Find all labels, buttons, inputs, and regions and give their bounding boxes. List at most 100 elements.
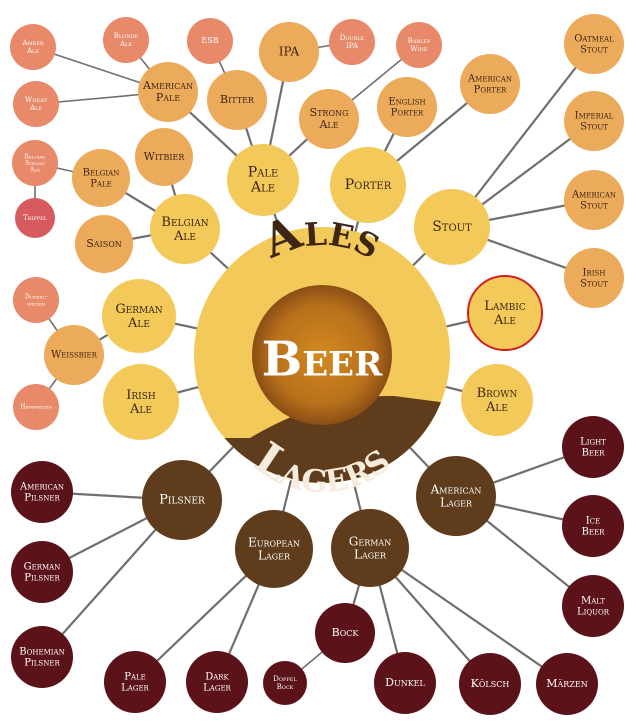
- ale-node-witbier[interactable]: Witbier: [135, 128, 193, 186]
- svg-text:Kölsch: Kölsch: [471, 677, 510, 690]
- ale-node-trippel[interactable]: Trippel: [15, 198, 55, 238]
- lager-node-pilsner[interactable]: Pilsner: [142, 460, 222, 540]
- lager-node-dunkel[interactable]: Dunkel: [374, 652, 436, 714]
- svg-text:Stout: Stout: [432, 219, 472, 235]
- center-circle: Beer Ales Lagers: [194, 202, 450, 504]
- svg-text:Saison: Saison: [86, 237, 122, 250]
- ale-node-stout[interactable]: Stout: [414, 189, 490, 265]
- svg-text:Witbier: Witbier: [144, 150, 186, 163]
- ale-node-weissbier[interactable]: Weissbier: [44, 325, 104, 385]
- ale-node-dunkelweizen[interactable]: Dunkel-weizen: [13, 277, 59, 323]
- center-middle-label: Beer: [262, 332, 383, 388]
- lager-node-bock[interactable]: Bock: [315, 603, 375, 663]
- svg-text:Märzen: Märzen: [546, 677, 587, 690]
- ale-node-saison[interactable]: Saison: [75, 215, 133, 273]
- ale-node-esb[interactable]: ESB: [187, 18, 233, 64]
- lager-node-marzen[interactable]: Märzen: [536, 653, 598, 715]
- svg-text:Porter: Porter: [345, 177, 392, 193]
- svg-text:Trippel: Trippel: [23, 214, 48, 222]
- svg-text:ESB: ESB: [201, 36, 218, 45]
- ale-node-bitter[interactable]: Bitter: [207, 70, 267, 130]
- svg-text:Dunkel: Dunkel: [385, 676, 425, 689]
- ale-node-porter[interactable]: Porter: [330, 147, 406, 223]
- svg-text:Bock: Bock: [332, 626, 360, 639]
- ale-node-hefeweizen[interactable]: Hefeweizen: [13, 384, 59, 430]
- lager-node-kolsch[interactable]: Kölsch: [459, 653, 521, 715]
- svg-text:Dunkel-weizen: Dunkel-weizen: [25, 293, 47, 307]
- svg-text:Bitter: Bitter: [220, 93, 255, 106]
- svg-text:Hefeweizen: Hefeweizen: [20, 404, 52, 411]
- svg-text:Weissbier: Weissbier: [51, 350, 98, 361]
- svg-text:IPA: IPA: [279, 45, 300, 59]
- ale-node-ipa[interactable]: IPA: [259, 22, 319, 82]
